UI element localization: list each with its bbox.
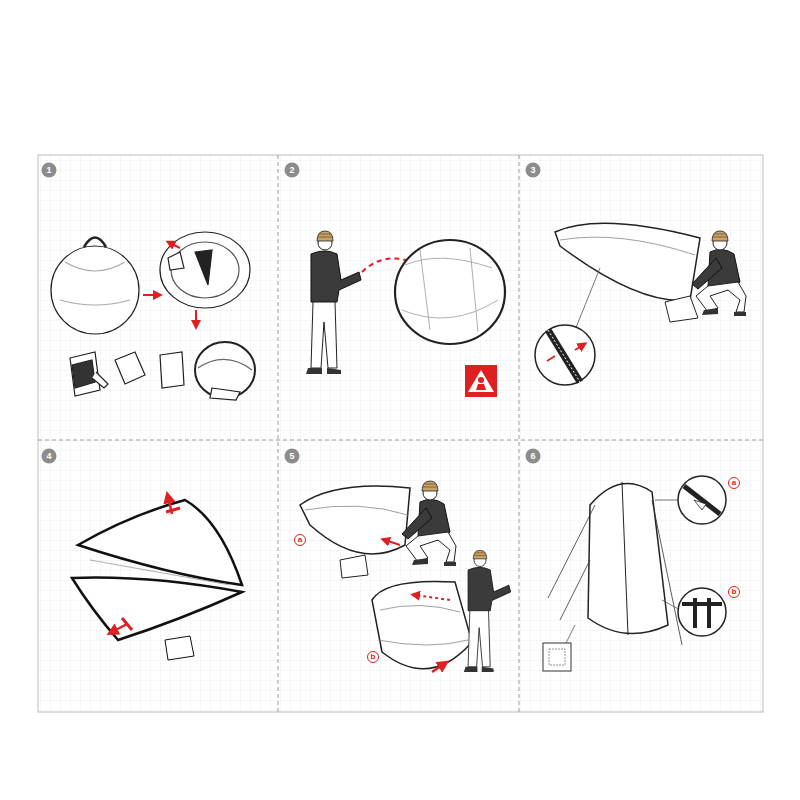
panel-4-art xyxy=(72,497,242,660)
step-number-badge: 5 xyxy=(284,448,300,464)
callout-letter: b xyxy=(367,651,379,663)
panel-5-art-part xyxy=(340,555,368,578)
badge-circle xyxy=(42,163,57,178)
panel-6-art-part xyxy=(548,500,682,645)
panel-1-art-part xyxy=(72,360,95,388)
panel-5-art-part xyxy=(464,550,511,672)
panel-3-art-part xyxy=(560,237,695,255)
sheet-frame-part xyxy=(38,155,763,712)
panel-5-art-part-part xyxy=(464,550,511,672)
badge-circle xyxy=(285,449,300,464)
callout-letter: b xyxy=(728,586,740,598)
panel-1-art-part xyxy=(60,262,130,305)
panel-6-art-part xyxy=(565,625,575,645)
panel-5-art-part xyxy=(372,581,472,668)
badge-circle xyxy=(526,449,541,464)
step-number-badge: 2 xyxy=(284,162,300,178)
panel-2-art xyxy=(306,231,505,397)
panel-6-art-part xyxy=(729,587,740,598)
panel-5-art-part xyxy=(402,481,456,566)
panel-2-art-part xyxy=(478,377,484,383)
panel-6-art-part xyxy=(588,484,668,634)
panel-1-art-part xyxy=(168,252,184,270)
panel-6-art-part xyxy=(543,643,571,671)
panel-2-art-part xyxy=(468,370,494,392)
sheet-frame xyxy=(38,155,763,712)
panel-1-art xyxy=(51,232,255,400)
badge-circle xyxy=(42,449,57,464)
panel-5-art-part xyxy=(295,535,306,546)
panel-6-art-part xyxy=(678,588,726,636)
panel-5-art-part xyxy=(305,506,408,515)
panel-4-art-part xyxy=(112,624,127,632)
panel-5-art-part xyxy=(378,605,468,645)
panel-5-art-part xyxy=(432,664,444,672)
panel-5-art-part xyxy=(300,486,410,554)
step-number: 5 xyxy=(284,448,300,464)
panel-1-art-part xyxy=(92,372,108,388)
step-number: 3 xyxy=(525,162,541,178)
panel-6-art-part xyxy=(729,478,740,489)
panel-1-art-part xyxy=(160,232,250,308)
panel-3-art-part xyxy=(692,231,746,316)
panel-3-art-part xyxy=(535,325,595,385)
panel-6-art-part xyxy=(678,476,726,524)
panel-1-art-part xyxy=(160,352,184,388)
badge-circle xyxy=(285,163,300,178)
step-number: 1 xyxy=(41,162,57,178)
sheet-frame-part xyxy=(38,155,763,712)
panel-1-art-part xyxy=(84,238,106,248)
panel-4-art-part xyxy=(90,560,230,585)
badge-circle xyxy=(526,163,541,178)
panel-1-art-part xyxy=(51,246,139,334)
panel-4-art-part xyxy=(165,636,194,660)
panel-5-art-part xyxy=(368,652,379,663)
step-number: 6 xyxy=(525,448,541,464)
panel-6-art-part xyxy=(655,500,680,610)
panel-3-art-part xyxy=(665,296,698,322)
panel-5-art-part xyxy=(415,595,450,600)
step-number: 4 xyxy=(41,448,57,464)
step-number-badge: 6 xyxy=(525,448,541,464)
panel-3-art-part xyxy=(575,268,600,330)
step-number-badge: 4 xyxy=(41,448,57,464)
panel-3-art-part xyxy=(547,345,583,361)
panel-3-art-part xyxy=(548,330,580,382)
panel-1-art-part xyxy=(115,352,145,384)
panel-1-art-part xyxy=(198,359,252,370)
panel-3-art-part xyxy=(548,330,580,382)
panel-5-art xyxy=(295,481,511,672)
panel-2-art-part xyxy=(465,365,497,397)
panel-6-art-part xyxy=(694,500,706,510)
step-number: 2 xyxy=(284,162,300,178)
panel-6-art xyxy=(543,476,740,671)
panel-5-art-part xyxy=(385,540,400,545)
panel-2-art-part xyxy=(402,248,498,332)
step-number-badge: 1 xyxy=(41,162,57,178)
panel-1-art-part xyxy=(195,250,212,285)
step-number-badge: 3 xyxy=(525,162,541,178)
panel-1-art-part xyxy=(195,310,197,325)
panel-6-art-part xyxy=(622,482,628,635)
panel-3-art-part xyxy=(555,223,700,300)
panel-1-art-part xyxy=(210,388,240,400)
panel-3-art xyxy=(535,223,746,385)
panel-6-art-part xyxy=(684,486,720,514)
panel-1-art-part xyxy=(143,294,158,296)
callout-letter: a xyxy=(294,534,306,546)
panel-2-art-part xyxy=(395,240,505,344)
panel-6-art-part xyxy=(549,649,565,665)
panel-4-art-part xyxy=(122,508,180,630)
callout-letter: a xyxy=(728,477,740,489)
panel-6-art-part xyxy=(682,598,722,628)
panel-2-art-part xyxy=(306,231,361,374)
panel-2-art-part xyxy=(476,384,486,390)
panel-4-art-part xyxy=(78,500,242,585)
panel-1-art-part xyxy=(170,243,180,248)
panel-1-art-part xyxy=(171,242,239,298)
panel-4-art-part xyxy=(72,578,242,640)
